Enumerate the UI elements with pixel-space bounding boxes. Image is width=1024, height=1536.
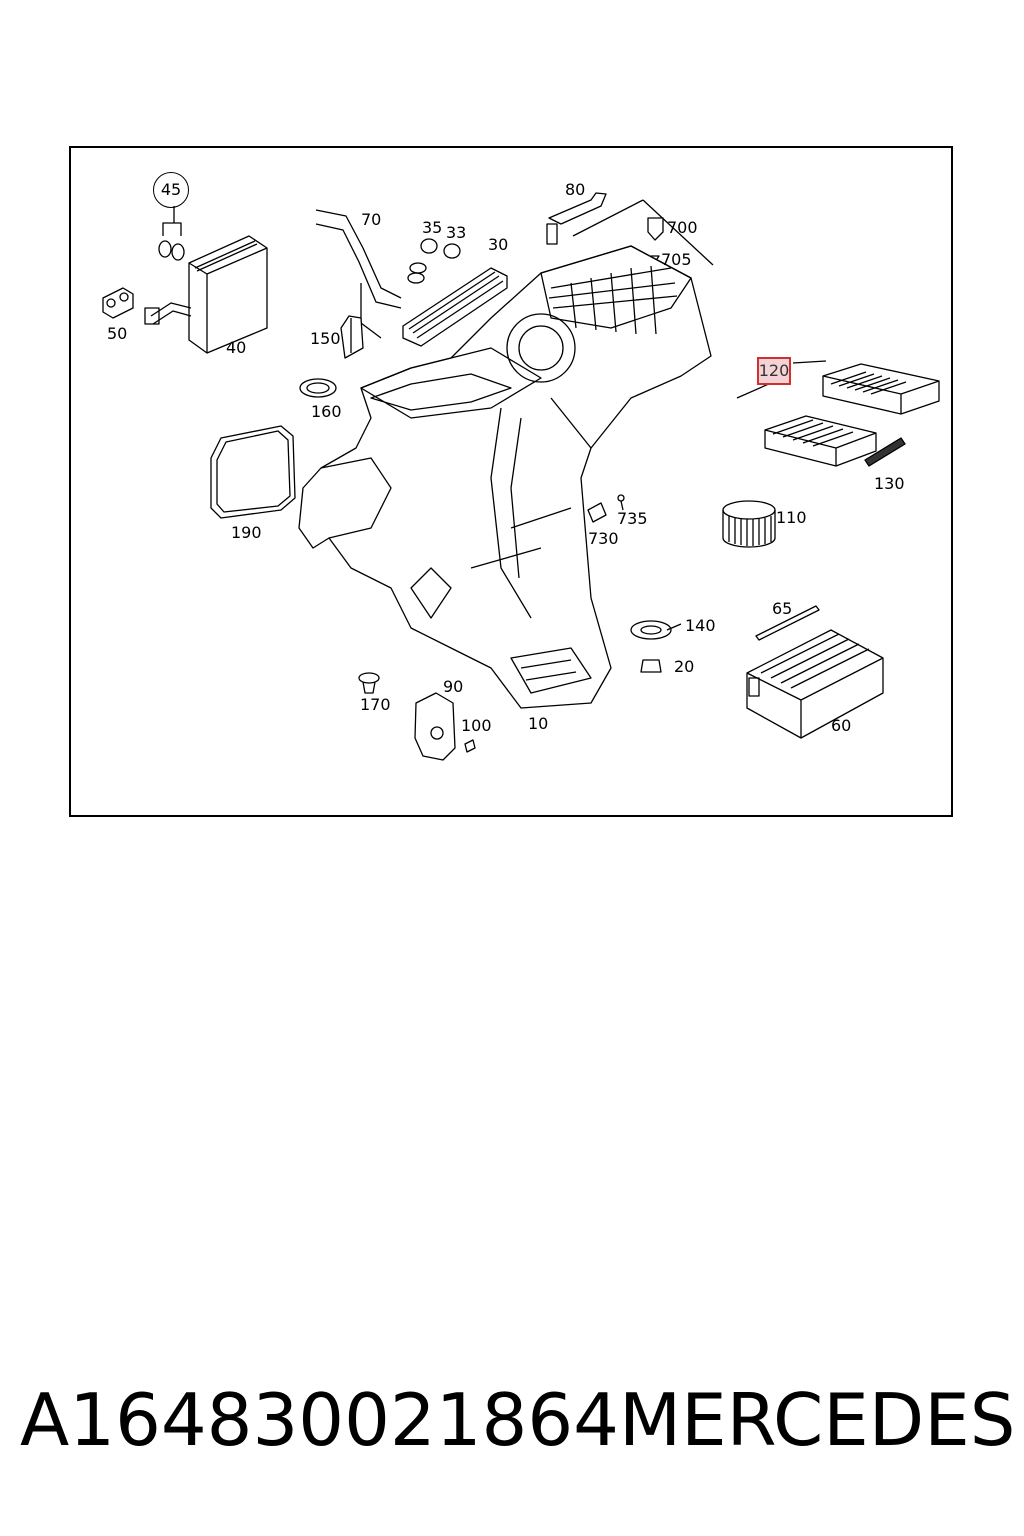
small-clip-part <box>587 494 625 523</box>
callout-705[interactable]: 705 <box>661 250 692 269</box>
hvac-housing-part <box>298 245 712 709</box>
callout-10[interactable]: 10 <box>528 714 549 733</box>
actuator-lever-part <box>546 192 714 266</box>
callout-100[interactable]: 100 <box>461 716 492 735</box>
gasket-part <box>210 425 296 519</box>
callout-35[interactable]: 35 <box>422 218 443 237</box>
callout-735[interactable]: 735 <box>617 509 648 528</box>
callout-20[interactable]: 20 <box>674 657 695 676</box>
callout-65[interactable]: 65 <box>772 599 793 618</box>
heater-box-part <box>746 629 884 739</box>
callout-170[interactable]: 170 <box>360 695 391 714</box>
callout-140[interactable]: 140 <box>685 616 716 635</box>
grommet-part <box>299 378 337 398</box>
brand-name: MERCEDES <box>618 1378 1016 1462</box>
bracket-part <box>340 315 364 359</box>
heater-seal-part <box>755 605 820 641</box>
callout-110[interactable]: 110 <box>776 508 807 527</box>
callout-120-highlighted[interactable]: 120 <box>757 357 791 385</box>
callout-40[interactable]: 40 <box>226 338 247 357</box>
motor-flange-part <box>630 620 682 673</box>
callout-33[interactable]: 33 <box>446 223 467 242</box>
callout-730[interactable]: 730 <box>588 529 619 548</box>
callout-160[interactable]: 160 <box>311 402 342 421</box>
seals-part <box>420 238 461 259</box>
callout-90[interactable]: 90 <box>443 677 464 696</box>
evaporator-part <box>402 267 508 347</box>
callout-190[interactable]: 190 <box>231 523 262 542</box>
o-rings-part <box>158 206 185 261</box>
actuator-motor-part <box>414 692 476 761</box>
part-number: A164830021864 <box>20 1378 619 1462</box>
grommet-small-part <box>358 672 380 694</box>
filter-seal-part <box>864 437 906 467</box>
parts-diagram-frame: 45 70 80 35 33 30 700 705 50 40 150 160 … <box>69 146 953 817</box>
expansion-valve-part <box>102 287 134 319</box>
callout-700[interactable]: 700 <box>667 218 698 237</box>
callout-45[interactable]: 45 <box>153 172 189 208</box>
heater-core-part <box>144 235 268 354</box>
callout-60[interactable]: 60 <box>831 716 852 735</box>
cabin-filter-part <box>736 360 940 467</box>
callout-50[interactable]: 50 <box>107 324 128 343</box>
footer-caption: A164830021864 MERCEDES <box>20 1375 1015 1465</box>
callout-30[interactable]: 30 <box>488 235 509 254</box>
callout-80[interactable]: 80 <box>565 180 586 199</box>
callout-70[interactable]: 70 <box>361 210 382 229</box>
blower-motor-part <box>722 500 776 548</box>
callout-130[interactable]: 130 <box>874 474 905 493</box>
hvac-exploded-view <box>102 192 940 761</box>
refrigerant-pipes-part <box>315 209 427 339</box>
callout-150[interactable]: 150 <box>310 329 341 348</box>
